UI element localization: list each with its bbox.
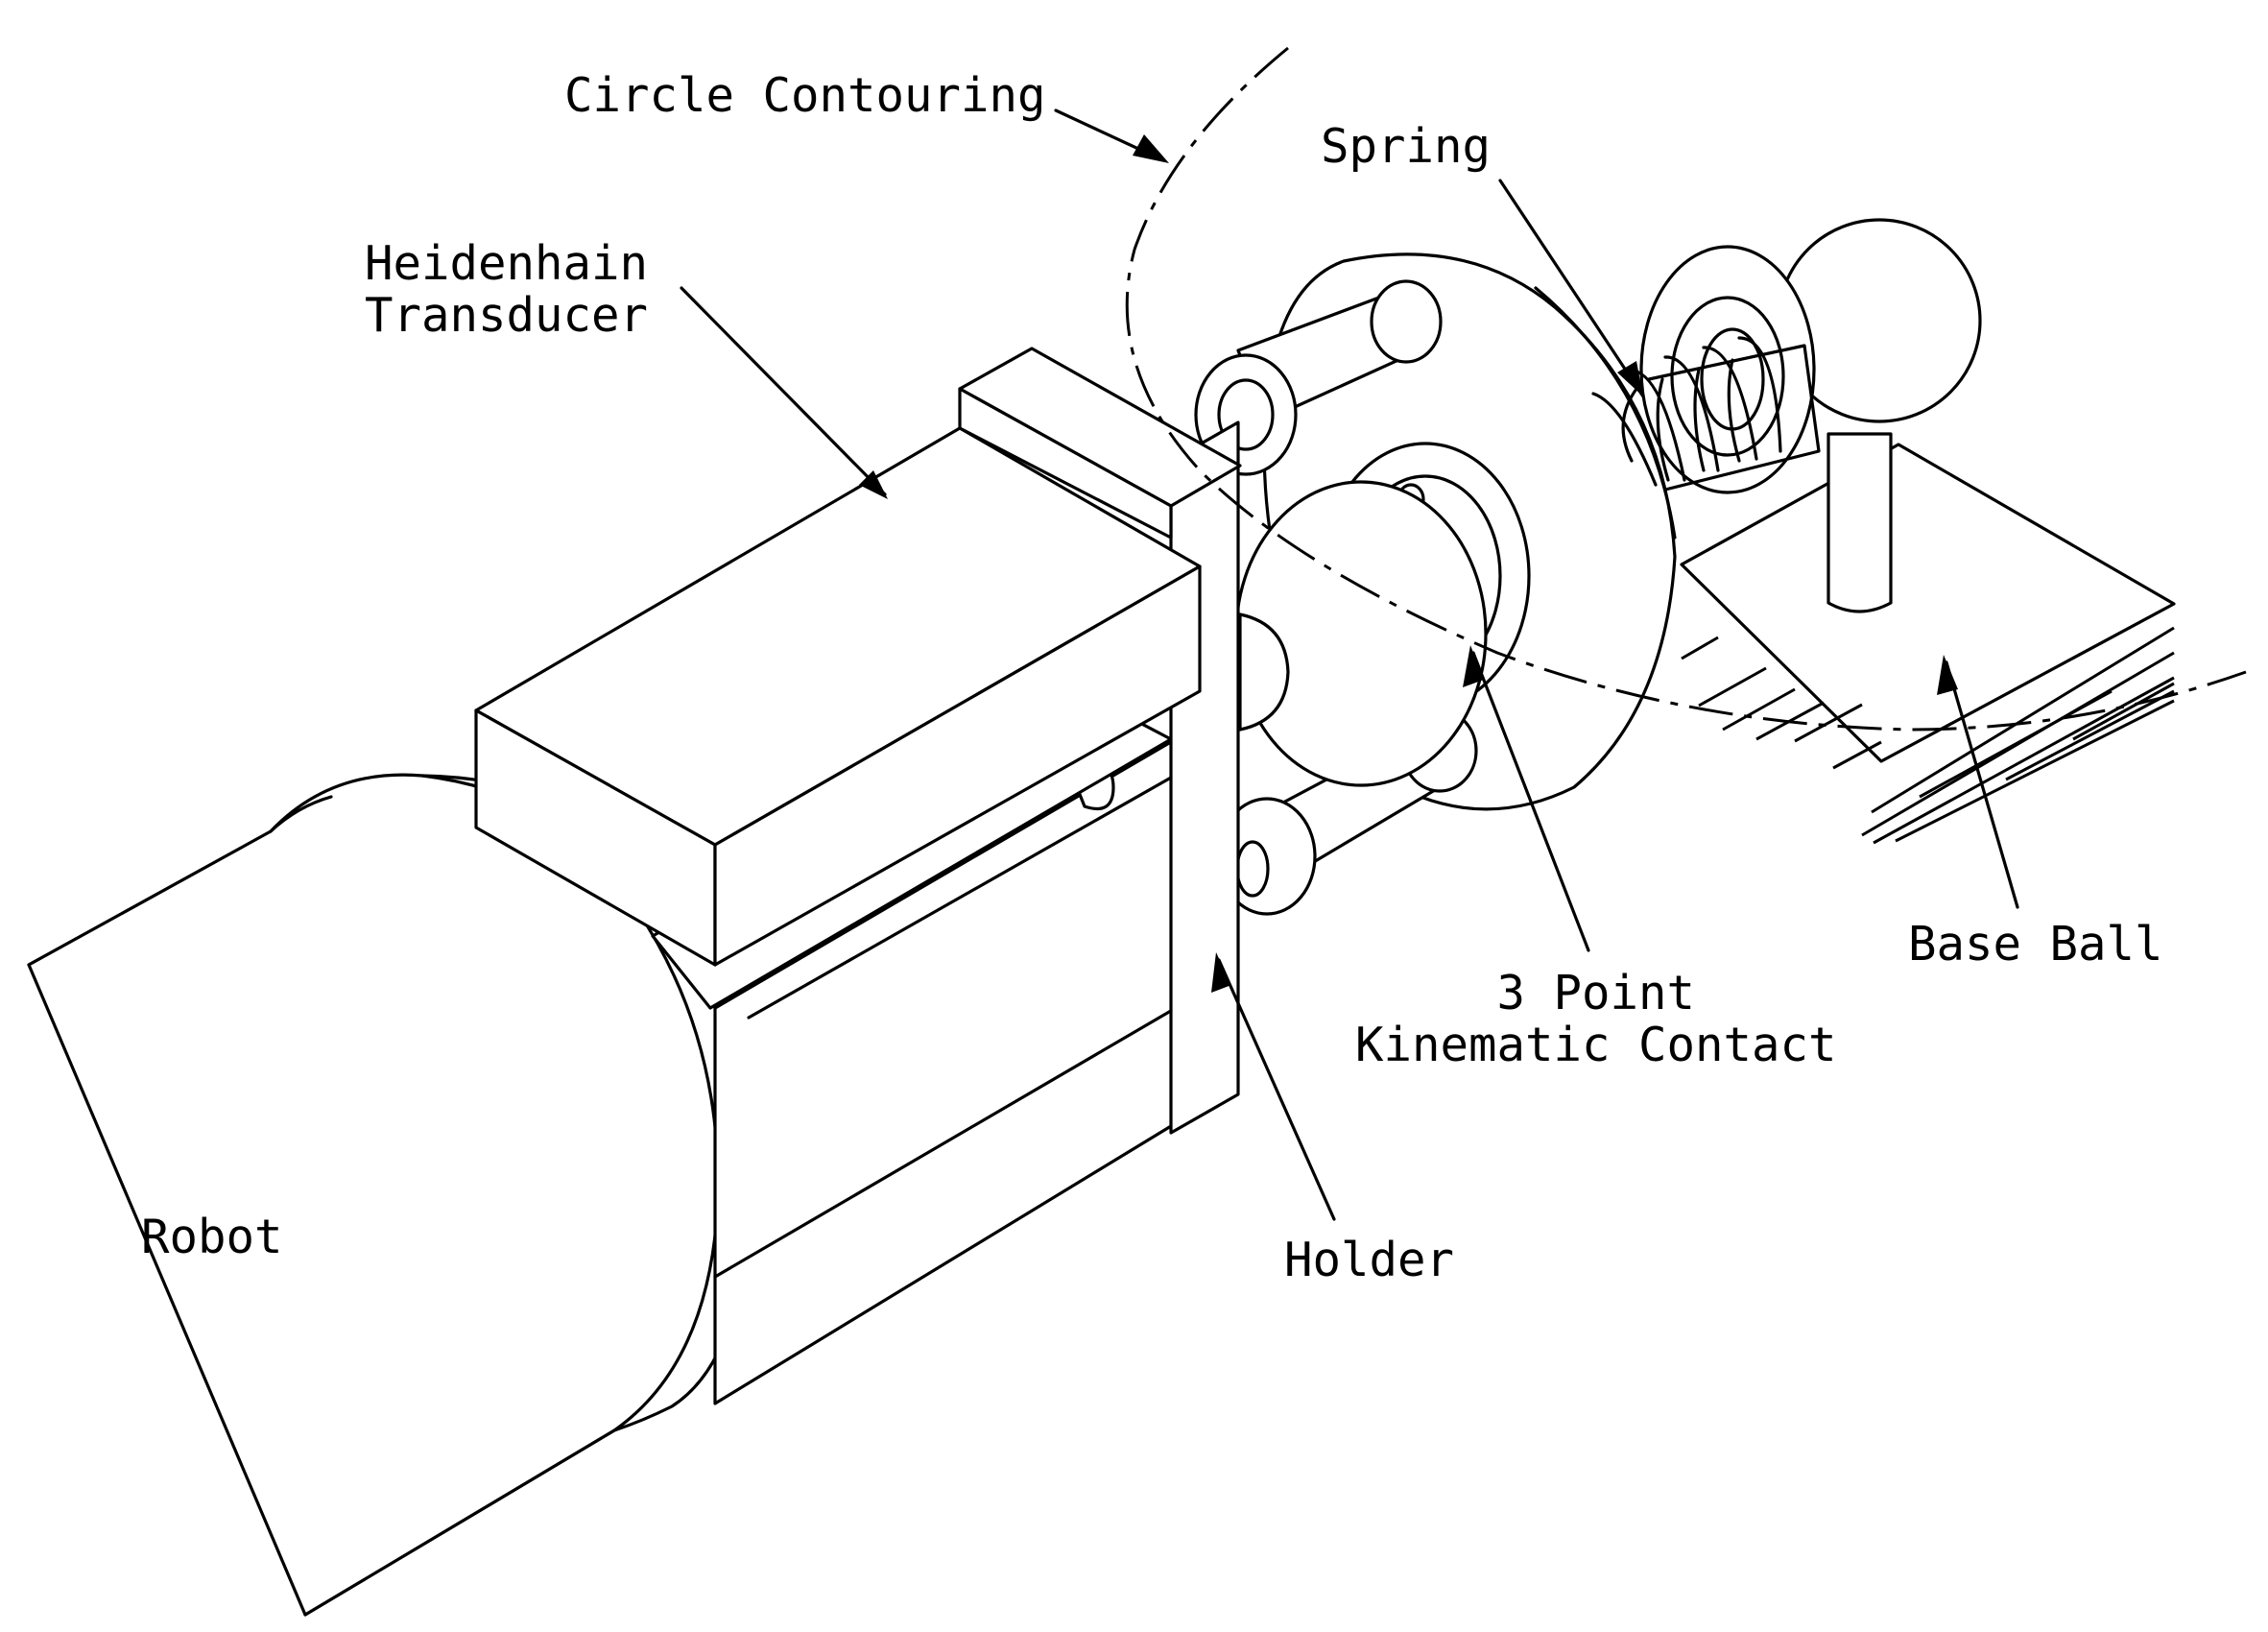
leader-holder xyxy=(1217,958,1336,1221)
label-3point-line2: Kinematic Contact xyxy=(1355,1018,1837,1072)
spring-housing xyxy=(1639,245,1816,494)
base-hatching xyxy=(1681,626,2175,845)
leader-3point xyxy=(1471,651,1590,952)
leader-base-ball xyxy=(1945,660,2019,909)
leader-spring xyxy=(1498,179,1645,398)
label-heidenhain-line1: Heidenhain xyxy=(365,236,649,291)
label-3point-line1: 3 Point xyxy=(1496,966,1696,1020)
transducer-box xyxy=(474,387,1202,967)
circle-contouring-path xyxy=(1125,46,2247,732)
leaders xyxy=(680,108,2019,1221)
label-spring: Spring xyxy=(1321,119,1492,174)
label-holder: Holder xyxy=(1284,1233,1455,1287)
label-robot: Robot xyxy=(141,1210,283,1264)
label-base-ball: Base Ball xyxy=(1908,917,2163,972)
leader-heidenhain xyxy=(680,286,887,496)
label-heidenhain-line2: Transducer xyxy=(365,288,649,343)
base-post xyxy=(1826,432,1893,613)
label-circle-contouring: Circle Contouring xyxy=(564,68,1046,123)
base-plate xyxy=(1680,432,2176,845)
spring-coil xyxy=(1591,336,1821,492)
upper-rod xyxy=(1194,279,1443,476)
